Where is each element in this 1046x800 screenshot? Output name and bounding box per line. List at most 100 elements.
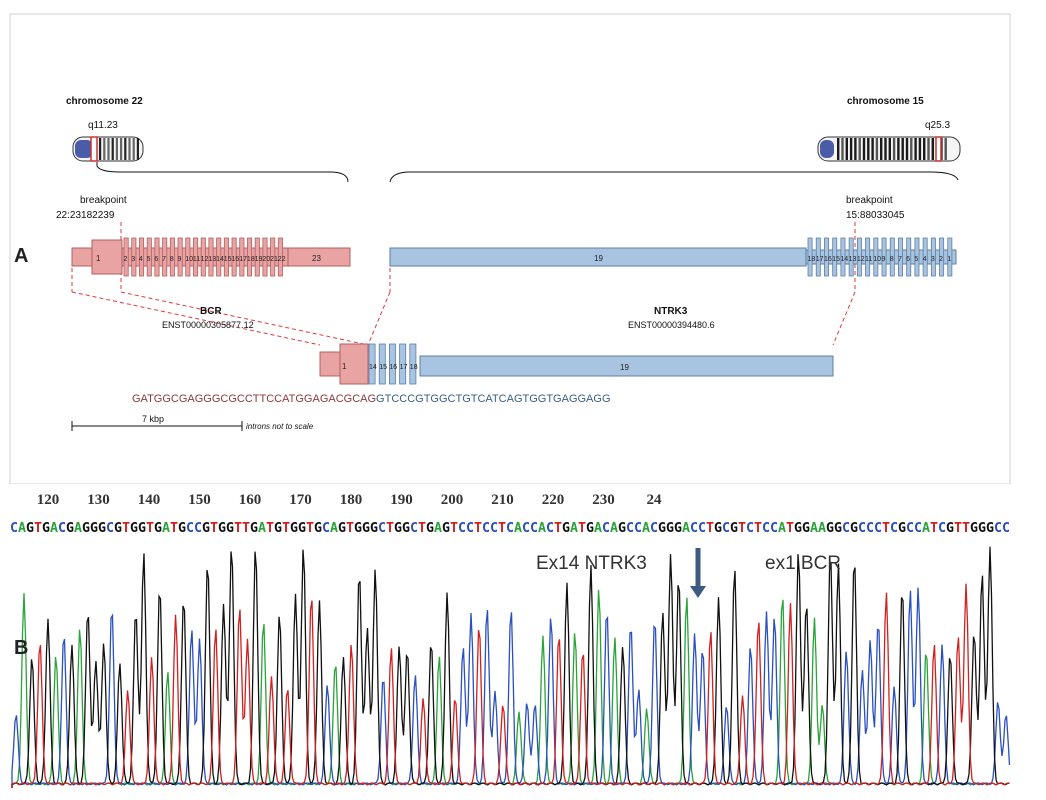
base-call: C [410,521,418,536]
chr22-band-stripe [132,138,135,160]
base-call: C [866,521,874,536]
ntrk3-exon-label: 8 [890,256,894,263]
base-call: T [282,521,290,536]
fusion-bcr-exon-1-label: 1 [342,362,347,371]
base-call: C [530,521,538,536]
base-call: G [66,521,74,536]
base-call: G [442,521,450,536]
fusion-ntrk3-exon [388,343,396,385]
chr15-name: chromosome 15 [847,96,924,107]
position-tick-label: 220 [542,492,565,508]
chr15-band-stripe [905,138,909,160]
bcr-exon [231,237,237,277]
base-call: C [194,521,202,536]
base-call: C [858,521,866,536]
junction-sequence: GATGGCGAGGGCGCCTTCCATGGAGACGCAGGTCCCGTGG… [132,393,611,405]
base-call: C [890,521,898,536]
base-call: T [146,521,154,536]
base-call: A [570,521,578,536]
bcr-exon [208,237,214,277]
base-call: T [234,521,242,536]
ntrk3-exon [865,237,871,277]
chr15-band-stripe [901,138,904,160]
chr15-band-stripe [845,138,848,160]
base-call: G [362,521,370,536]
chr15-band-stripe [897,138,900,160]
chr22-name: chromosome 22 [66,96,143,107]
position-tick-label: 230 [592,492,615,508]
base-call: T [170,521,178,536]
base-call: A [810,521,818,536]
bcr-exon-label: 16 [232,256,240,263]
base-call: C [58,521,66,536]
base-call: A [514,521,522,536]
bcr-exon [216,237,222,277]
chr22-zoom-bracket [96,162,349,183]
base-call: A [50,521,58,536]
ntrk3-exon-label: 2 [939,256,943,263]
bcr-exon-label: 12 [201,256,209,263]
base-call: G [90,521,98,536]
annotation-ex14-ntrk3: Ex14 NTRK3 [536,553,647,574]
base-call: C [690,521,698,536]
ntrk3-exon [807,237,813,277]
base-call: C [378,521,386,536]
ntrk3-exon [832,237,838,277]
bcr-exon [185,237,191,277]
base-call: C [874,521,882,536]
panel-b-label: B [14,637,28,659]
bcr-exon-label: 18 [247,256,255,263]
bcr-exon [277,237,283,277]
chr15-band: q25.3 [925,120,950,131]
base-call: G [794,521,802,536]
bcr-exon [169,237,175,277]
chr15-zoom-bracket [389,171,959,183]
base-call: G [562,521,570,536]
base-call: A [922,521,930,536]
fusion-ntrk3-exon-19 [419,355,834,377]
fusion-ntrk3-exon-label: 17 [400,364,408,371]
bcr-exon-label: 14 [216,256,224,263]
bcr-exon-label: 8 [170,256,174,263]
base-call: A [74,521,82,536]
position-tick-label: 140 [138,492,161,508]
bcr-exon [162,237,168,277]
ntrk3-exon-label: 18 [808,256,816,263]
chr15-band-stripe [910,138,913,160]
base-call: G [290,521,298,536]
ntrk3-exon-label: 16 [824,256,832,263]
base-call: G [298,521,306,536]
base-call: G [354,521,362,536]
base-call: C [626,521,634,536]
base-call: C [322,521,330,536]
base-call: G [802,521,810,536]
chr15-band-stripe [884,138,887,160]
position-tick-label: 130 [87,492,110,508]
base-call: G [978,521,986,536]
base-call: T [474,521,482,536]
ntrk3-exon [930,237,936,277]
ntrk3-exon [898,237,903,277]
position-tick-label: 160 [239,492,262,508]
base-call: T [706,521,714,536]
chr15-ideogram [817,136,961,162]
base-call: C [994,521,1002,536]
position-tick-label: 210 [491,492,514,508]
chr15-band-stripe [862,138,866,160]
chr15-band-stripe [858,138,861,160]
base-call: C [522,521,530,536]
base-call: C [482,521,490,536]
chr22-band-stripe [124,138,127,160]
bcr-exon-label: 13 [208,256,216,263]
base-call: C [698,521,706,536]
chr15-band-stripe [849,138,853,160]
position-tick-label: 170 [289,492,312,508]
bcr-exon [154,237,160,277]
base-call: T [122,521,130,536]
bcr-exon-1 [91,239,123,275]
junction-arrow [690,548,706,598]
chr22-band-stripe [107,138,110,160]
base-call: G [730,521,738,536]
bcr-exon-label: 4 [139,256,143,263]
